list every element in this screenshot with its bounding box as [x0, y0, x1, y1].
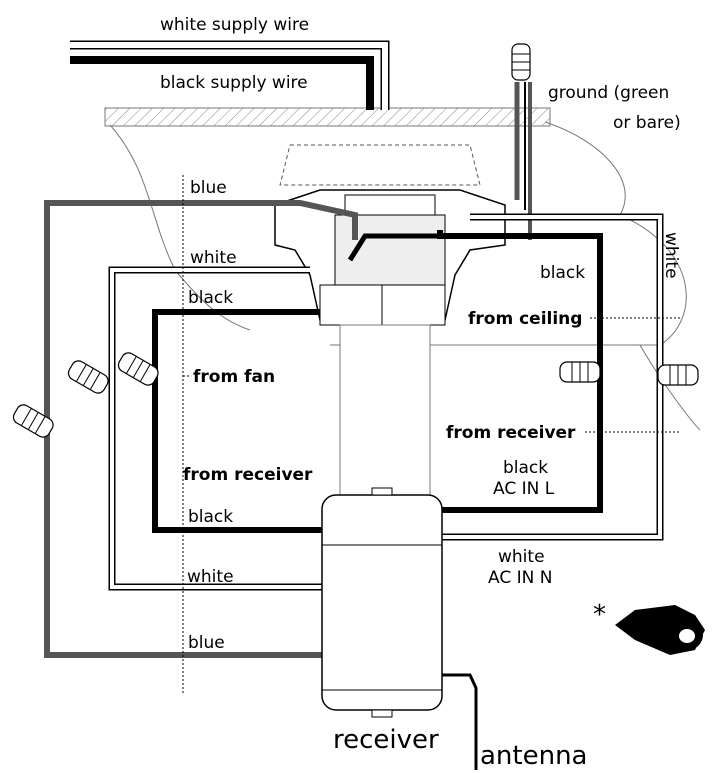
wire-nut-icon [12, 404, 54, 438]
ground-label-line1: ground (green [548, 83, 669, 103]
electrical-tape-icon [615, 605, 705, 655]
from-receiver-right-label: from receiver [446, 423, 576, 443]
black-supply-wire [70, 56, 374, 110]
white-right-label: white [661, 232, 681, 279]
ceiling-board [104, 107, 551, 127]
fan-mount [274, 189, 506, 326]
black-supply-wire-label: black supply wire [160, 73, 308, 93]
black-ac-label-line1: black [503, 458, 548, 478]
receiver-label: receiver [333, 725, 439, 755]
white-wire-fan [108, 266, 330, 591]
white-bottom-left-label: white [187, 567, 234, 587]
wire-nut-icon [511, 43, 531, 81]
downrod [339, 324, 431, 501]
antenna-label: antenna [480, 741, 588, 771]
canopy-outline [279, 144, 481, 186]
leader-lines [182, 175, 680, 695]
wire-nut-icon [67, 360, 109, 394]
antenna-wire [442, 673, 478, 770]
wire-nut-icon [117, 352, 159, 386]
ground-label-line2: or bare) [613, 113, 681, 133]
black-left-label: black [188, 288, 233, 308]
blue-top-label: blue [190, 178, 227, 198]
white-supply-wire [70, 40, 390, 110]
blue-wire [44, 200, 358, 658]
black-bottom-left-label: black [188, 507, 233, 527]
blue-bottom-label: blue [188, 633, 225, 653]
black-wire-inside [347, 233, 440, 262]
white-ac-label-line1: white [498, 547, 545, 567]
white-supply-wire-label: white supply wire [160, 15, 309, 35]
receiver-box [321, 487, 443, 718]
white-left-label: white [190, 248, 237, 268]
white-ac-label-line2: AC IN N [488, 568, 552, 588]
wire-nut-icon [657, 364, 699, 386]
from-ceiling-label: from ceiling [468, 309, 582, 329]
from-fan-label: from fan [193, 367, 275, 387]
wire-nut-icon [559, 361, 601, 383]
black-wire-fan [152, 309, 330, 533]
black-ac-label-line2: AC IN L [493, 479, 555, 499]
asterisk-label: * [593, 600, 606, 630]
from-receiver-left-label: from receiver [183, 465, 313, 485]
black-right-label: black [540, 263, 585, 283]
